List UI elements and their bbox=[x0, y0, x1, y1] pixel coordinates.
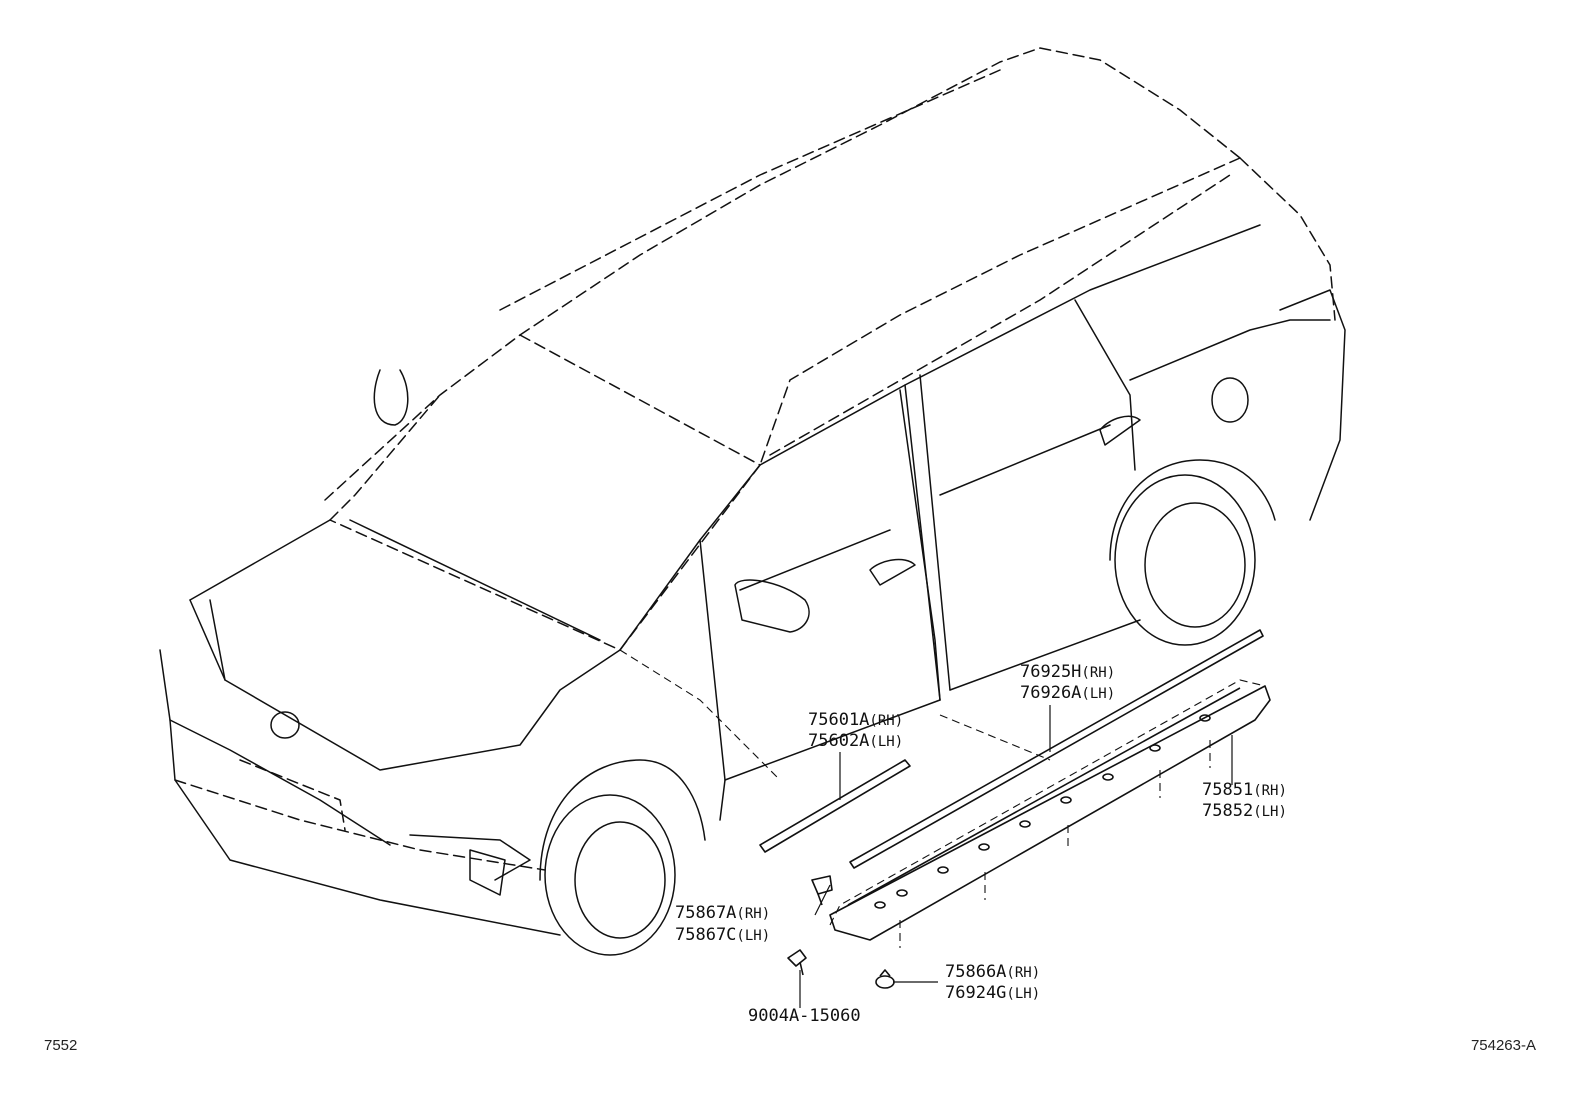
part-number: 75601A bbox=[808, 710, 869, 730]
svg-text:76926A(LH): 76926A(LH) bbox=[1020, 683, 1115, 703]
svg-text:75867A(RH): 75867A(RH) bbox=[675, 903, 770, 923]
callout-c6: 9004A-15060 bbox=[748, 1006, 861, 1026]
part-side: (LH) bbox=[736, 928, 770, 944]
part-side: (LH) bbox=[1006, 986, 1040, 1002]
part-side: (RH) bbox=[1006, 965, 1040, 981]
upper-moulding-strip bbox=[849, 629, 1264, 869]
svg-text:76924G(LH): 76924G(LH) bbox=[945, 983, 1040, 1003]
part-side: (RH) bbox=[869, 713, 903, 729]
svg-text:9004A-15060: 9004A-15060 bbox=[748, 1006, 861, 1026]
svg-text:75602A(LH): 75602A(LH) bbox=[808, 731, 903, 751]
rocker-panel-moulding bbox=[829, 679, 1271, 948]
page-code-left: 7552 bbox=[44, 1037, 78, 1054]
part-number: 75852 bbox=[1202, 801, 1253, 821]
part-number: 76924G bbox=[945, 983, 1006, 1003]
clip-holes bbox=[874, 714, 1211, 909]
part-side: (LH) bbox=[1253, 804, 1287, 820]
svg-text:75866A(RH): 75866A(RH) bbox=[945, 962, 1040, 982]
callout-c3: 75851(RH) 75852(LH) bbox=[1202, 780, 1287, 821]
callout-c4: 75867A(RH) 75867C(LH) bbox=[675, 903, 770, 945]
svg-text:75867C(LH): 75867C(LH) bbox=[675, 925, 770, 945]
vehicle-outline bbox=[159, 47, 1346, 956]
svg-text:75601A(RH): 75601A(RH) bbox=[808, 710, 903, 730]
clip-fastener-lower bbox=[875, 969, 895, 989]
part-side: (LH) bbox=[869, 734, 903, 750]
part-number: 75867A bbox=[675, 903, 736, 923]
callout-c5: 75866A(RH) 76924G(LH) bbox=[945, 962, 1040, 1003]
leader-lines bbox=[799, 705, 1233, 1008]
illustration-code: 754263-A bbox=[1470, 1037, 1536, 1054]
part-number: 75602A bbox=[808, 731, 869, 751]
part-side: (RH) bbox=[1081, 665, 1115, 681]
part-side: (LH) bbox=[1081, 686, 1115, 702]
part-number: 76925H bbox=[1020, 662, 1081, 682]
svg-text:75852(LH): 75852(LH) bbox=[1202, 801, 1287, 821]
part-number: 9004A-15060 bbox=[748, 1006, 861, 1026]
callout-c2: 75601A(RH) 75602A(LH) bbox=[808, 710, 903, 751]
part-number: 76926A bbox=[1020, 683, 1081, 703]
part-side: (RH) bbox=[736, 906, 770, 922]
door-moulding-strip bbox=[759, 759, 911, 853]
part-number: 75867C bbox=[675, 925, 736, 945]
screw-fastener bbox=[787, 949, 807, 976]
part-side: (RH) bbox=[1253, 783, 1287, 799]
svg-text:76925H(RH): 76925H(RH) bbox=[1020, 662, 1115, 682]
part-number: 75851 bbox=[1202, 780, 1253, 800]
part-number: 75866A bbox=[945, 962, 1006, 982]
callout-c1: 76925H(RH) 76926A(LH) bbox=[1020, 662, 1115, 703]
svg-text:75851(RH): 75851(RH) bbox=[1202, 780, 1287, 800]
